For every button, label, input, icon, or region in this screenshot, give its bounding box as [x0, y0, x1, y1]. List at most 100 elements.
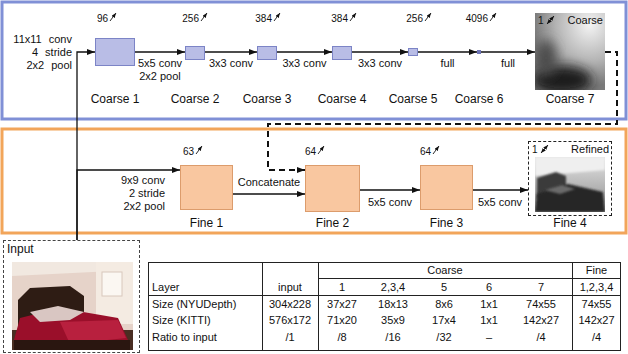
table-cell: 142x27 [578, 314, 614, 327]
connector [233, 193, 305, 194]
table-cell: 2,3,4 [381, 281, 405, 294]
layer-box: 256Coarse 5 [408, 48, 418, 56]
layer-box: 96Coarse 1 [95, 38, 135, 66]
operation-label: 3x3 conv [358, 57, 402, 70]
table-cell: Coarse [427, 264, 462, 277]
channel-count: 384 [331, 12, 348, 25]
channel-count: 1 [532, 143, 538, 156]
connector [360, 189, 420, 190]
depth-map: 1CoarseCoarse 7 [535, 13, 605, 90]
table-cell: Fine [586, 264, 607, 277]
table-cell: 142x27 [523, 314, 559, 327]
operation-label: full [501, 57, 515, 70]
layer-dot: 4096Coarse 6 [477, 50, 481, 54]
operation-label: full [440, 57, 454, 70]
layer-name: Coarse 1 [91, 93, 140, 106]
connector [77, 52, 95, 240]
table-cell: 71x20 [327, 314, 357, 327]
table-cell: 1x1 [480, 298, 498, 311]
table-cell: Size (KITTI) [152, 314, 211, 327]
channel-count: 63 [183, 145, 194, 158]
channel-count: 4096 [466, 12, 488, 25]
channel-count: 256 [182, 12, 199, 25]
refined-depth-map [535, 157, 605, 212]
table-cell: /16 [385, 331, 400, 344]
layer-name: Coarse 4 [318, 93, 367, 106]
connector [418, 51, 477, 52]
table-cell: 1 [339, 281, 345, 294]
layer-name: Fine 1 [190, 217, 223, 230]
output-frame: 1RefinedFine 4 [528, 141, 612, 216]
layer-box: 64Fine 2 [305, 165, 360, 212]
table-cell: 7 [538, 281, 544, 294]
layer-name: Coarse 3 [243, 93, 292, 106]
table-cell: 5 [441, 281, 447, 294]
dashed-connector [268, 52, 617, 170]
map-title: Refined [571, 143, 609, 156]
operation-label: 3x3 conv [282, 57, 326, 70]
operation-label: 5x5 conv 2x2 pool [135, 57, 185, 83]
coarse-depth-map [535, 13, 605, 90]
table-cell: 6 [486, 281, 492, 294]
table-cell: – [486, 331, 492, 344]
connector [205, 51, 257, 52]
bedroom-photo [12, 262, 133, 350]
table-grid [148, 262, 621, 351]
layer-name: Coarse 6 [455, 93, 504, 106]
table-cell: /1 [285, 331, 294, 344]
connector [473, 189, 528, 190]
panel-title: Input [7, 243, 34, 256]
channel-count: 384 [255, 12, 272, 25]
table-cell: /4 [592, 331, 601, 344]
channel-count: 256 [406, 12, 423, 25]
table-cell: Ratio to input [152, 331, 217, 344]
coarse-panel [2, 2, 626, 119]
layer-box: 64Fine 3 [420, 165, 473, 210]
channel-count: 64 [305, 145, 316, 158]
table-cell: 1x1 [480, 314, 498, 327]
layer-name: Fine 3 [430, 217, 463, 230]
table-cell: 74x55 [582, 298, 612, 311]
table-cell: 576x172 [269, 314, 311, 327]
operation-label: Concatenate [238, 176, 300, 189]
layer-box: 384Coarse 4 [332, 46, 352, 60]
channel-count: 1 [538, 14, 544, 27]
table-cell: 8x6 [435, 298, 453, 311]
operation-label: 5x5 conv [368, 196, 412, 209]
table-cell: /8 [337, 331, 346, 344]
table-cell: input [278, 281, 302, 294]
layer-name: Coarse 5 [389, 93, 438, 106]
connector [77, 170, 180, 240]
connector [135, 51, 185, 52]
map-title: Coarse [568, 14, 603, 27]
table-cell: 17x4 [432, 314, 456, 327]
fine-panel [2, 129, 626, 233]
table-cell: Layer [152, 281, 180, 294]
table-cell: /4 [536, 331, 545, 344]
table-cell: 74x55 [526, 298, 556, 311]
layer-name: Fine 4 [553, 217, 586, 230]
table-cell: 37x27 [327, 298, 357, 311]
channel-arrows [110, 13, 554, 154]
input-frame: Input [3, 240, 140, 353]
layer-box: 384Coarse 3 [257, 46, 277, 60]
table-cell: 35x9 [381, 314, 405, 327]
layer-name: Coarse 2 [171, 93, 220, 106]
operation-label: 11x11 conv 4 stride 2x2 pool [10, 33, 72, 72]
table-cell: Size (NYUDepth) [152, 298, 236, 311]
connector [352, 51, 408, 52]
channel-count: 96 [97, 12, 108, 25]
table-cell: 304x228 [269, 298, 311, 311]
operation-label: 3x3 conv [209, 57, 253, 70]
layer-box: 256Coarse 2 [185, 46, 205, 60]
table-cell: 1,2,3,4 [580, 281, 614, 294]
connector [481, 51, 535, 52]
layer-name: Fine 2 [316, 217, 349, 230]
channel-count: 64 [420, 145, 431, 158]
layer-name: Coarse 7 [546, 93, 595, 106]
layer-box: 63Fine 1 [180, 165, 233, 210]
operation-label: 9x9 conv 2 stride 2x2 pool [113, 174, 165, 213]
table-cell: /32 [436, 331, 451, 344]
table-cell: 18x13 [378, 298, 408, 311]
operation-label: 5x5 conv [478, 196, 522, 209]
